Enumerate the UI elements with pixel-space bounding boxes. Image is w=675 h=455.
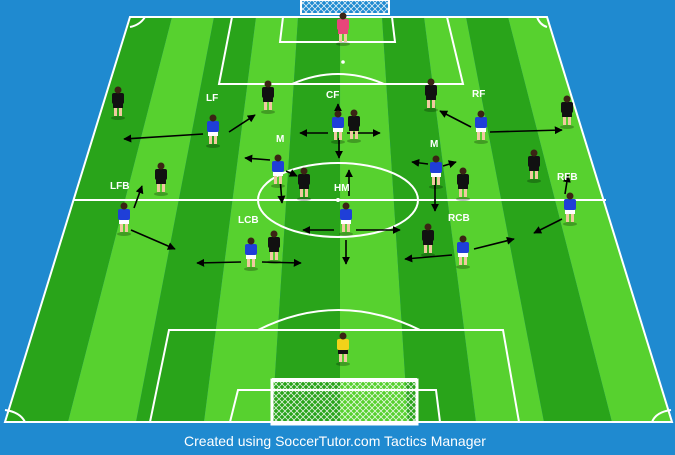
arrow-rcb-left: [404, 254, 453, 263]
arrow-m-left-wide: [244, 154, 271, 163]
goal-top: [300, 0, 390, 15]
label-lf: LF: [206, 93, 218, 104]
arrow-m-right-in: [411, 158, 429, 167]
label-m-left: M: [276, 134, 284, 145]
player-figure-icon: [424, 78, 438, 112]
label-lcb: LCB: [238, 215, 259, 226]
grass-stripe: [508, 17, 672, 422]
label-hm: HM: [334, 183, 350, 194]
grass-stripe: [382, 17, 476, 422]
player-figure-icon: [267, 230, 281, 264]
arrow-lfb-down: [130, 229, 176, 250]
bottom-penalty-arc: [257, 309, 421, 331]
grass-stripe: [136, 17, 257, 422]
player-figure-icon: [111, 86, 125, 120]
bottom-penalty-area: [148, 329, 521, 423]
arrow-rfb-down: [533, 218, 563, 234]
player-figure-icon: [244, 237, 258, 271]
label-rcb: RCB: [448, 213, 470, 224]
corner-arc-bottom-right: [651, 409, 672, 423]
arrow-rf-wide: [489, 126, 563, 135]
label-rfb: RFB: [557, 172, 578, 183]
arrow-lf-forward: [228, 114, 256, 133]
player-figure-icon: [456, 167, 470, 201]
player-figure-icon: [331, 110, 345, 144]
corner-arc-top-left: [129, 16, 146, 28]
grass-stripe: [68, 17, 215, 422]
player-figure-icon: [339, 202, 353, 236]
label-m-right: M: [430, 139, 438, 150]
arrow-lfb-up: [133, 185, 144, 209]
grass-stripe: [272, 17, 341, 422]
corner-arc-top-right: [536, 16, 548, 28]
corner-arc-bottom-left: [4, 409, 26, 423]
arrow-lf-wide: [123, 133, 204, 143]
arrow-rf-forward: [439, 110, 472, 128]
footer-credit: Created using SoccerTutor.com Tactics Ma…: [184, 433, 486, 449]
label-rf: RF: [472, 89, 485, 100]
player-figure-icon: [474, 110, 488, 144]
player-figure-icon: [336, 332, 350, 366]
top-penalty-spot: [341, 60, 345, 64]
center-spot: [336, 198, 340, 202]
player-figure-icon: [347, 109, 361, 143]
arrow-lcb-left: [196, 258, 242, 267]
label-lfb: LFB: [110, 181, 129, 192]
pitch-grass: [5, 17, 672, 422]
player-figure-icon: [563, 192, 577, 226]
player-figure-icon: [117, 202, 131, 236]
top-goal-area: [278, 16, 397, 43]
grass-stripe: [466, 17, 612, 422]
player-figure-icon: [336, 12, 350, 46]
player-figure-icon: [154, 162, 168, 196]
role-labels: LF CF RF M M LFB RFB HM LCB RCB: [110, 89, 578, 226]
player-figure-icon: [421, 223, 435, 257]
player-figure-icon: [206, 114, 220, 148]
arrow-lcb-right: [261, 258, 302, 267]
player-figure-icon: [271, 154, 285, 188]
player-figure-icon: [261, 80, 275, 114]
player-figure-icon: [297, 167, 311, 201]
players-layer: [111, 12, 577, 366]
player-figure-icon: [456, 235, 470, 269]
goal-net-icon: [300, 0, 390, 15]
arrow-rfb-up: [562, 174, 571, 195]
goal-bottom: [270, 378, 419, 426]
arrow-rcb-right: [473, 236, 515, 250]
center-circle: [257, 162, 419, 238]
player-figure-icon: [560, 95, 574, 129]
label-cf: CF: [326, 90, 339, 101]
player-figure-icon: [429, 155, 443, 189]
arrow-m-left-inside: [285, 169, 298, 177]
player-figure-icon: [527, 149, 541, 183]
goal-net-icon: [270, 378, 419, 426]
top-penalty-arc: [291, 73, 385, 85]
arrow-m-right-wide: [442, 160, 457, 168]
grass-stripe: [204, 17, 299, 422]
grass-stripe: [5, 17, 173, 422]
